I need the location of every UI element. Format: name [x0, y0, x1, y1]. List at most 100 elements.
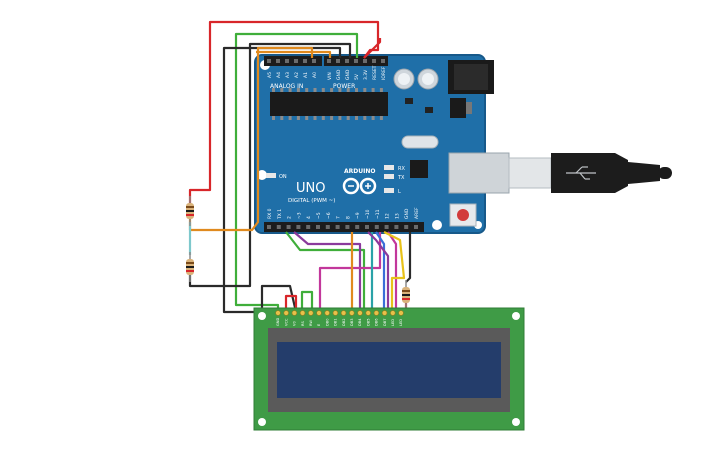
wire-green-d2[interactable]	[285, 231, 366, 312]
analog-pin[interactable]	[294, 59, 298, 63]
wire-blue-d12[interactable]	[375, 231, 386, 312]
wires	[188, 20, 412, 314]
lcd-pin[interactable]	[299, 310, 306, 316]
lcd-pin[interactable]	[291, 310, 298, 316]
lcd-pin[interactable]	[381, 310, 388, 316]
wire-green-rs[interactable]	[300, 290, 314, 312]
chip-leg	[346, 116, 350, 120]
wire-red-vcc[interactable]	[284, 294, 298, 312]
power-pin-label: GND	[345, 69, 351, 80]
digital-pin[interactable]	[316, 225, 320, 229]
power-pin[interactable]	[336, 59, 340, 63]
digital-pin[interactable]	[384, 225, 389, 229]
digital-pin[interactable]	[267, 225, 271, 229]
lcd-pin[interactable]	[373, 310, 380, 316]
chip-leg	[346, 88, 350, 92]
power-pin-label: RESET	[372, 65, 378, 80]
lcd-pin[interactable]	[332, 310, 339, 316]
power-pin[interactable]	[327, 59, 331, 63]
digital-pin[interactable]	[286, 225, 291, 229]
digital-pin[interactable]	[394, 225, 399, 229]
wire-black-gnd-2[interactable]	[222, 46, 342, 314]
wire-green[interactable]	[234, 32, 359, 312]
digital-pin[interactable]	[296, 225, 301, 229]
lcd-pin[interactable]	[349, 310, 355, 316]
l-label: L	[398, 189, 401, 195]
lcd-pin[interactable]	[398, 310, 404, 316]
lcd-pin-label: DB2	[342, 318, 346, 326]
power-pin[interactable]	[345, 59, 349, 63]
lcd-pin[interactable]	[365, 310, 371, 316]
usb-interface-chip	[410, 160, 428, 178]
analog-pin[interactable]	[267, 59, 271, 63]
power-pin[interactable]	[372, 59, 376, 63]
digital-pin-label: 4	[306, 216, 312, 219]
lcd-pin[interactable]	[340, 310, 347, 316]
digital-pin-label: ~10	[365, 209, 371, 219]
digital-pin[interactable]	[374, 225, 379, 229]
digital-pin[interactable]	[306, 225, 311, 229]
wire-purple-d3[interactable]	[293, 231, 362, 312]
usb-symbol	[566, 166, 596, 180]
wire-magenta-d4[interactable]	[318, 232, 382, 312]
analog-pin[interactable]	[285, 59, 289, 63]
power-pin[interactable]	[354, 59, 358, 63]
wire-purple-d10[interactable]	[367, 231, 390, 312]
lcd-pin[interactable]	[357, 310, 363, 316]
lcd-pin[interactable]	[316, 310, 322, 316]
arduino-infinity-logo	[342, 177, 377, 195]
lcd-pin[interactable]	[275, 310, 281, 316]
chip-leg	[272, 116, 275, 120]
wire-red-5v-branch[interactable]	[363, 38, 382, 59]
lcd-pin[interactable]	[308, 310, 314, 316]
l-led	[384, 188, 394, 193]
board-model: UNO	[296, 181, 325, 196]
lcd-pin[interactable]	[283, 310, 289, 316]
digital-pin[interactable]	[325, 225, 330, 229]
chip-leg	[321, 88, 325, 92]
mounting-hole	[258, 312, 266, 320]
power-pin-label: IOREF	[381, 66, 387, 80]
chip-leg	[379, 116, 383, 120]
wire-orange-link[interactable]	[256, 50, 332, 58]
resistor-3[interactable]	[402, 280, 410, 310]
analog-pin-label: A2	[294, 72, 300, 78]
power-pin[interactable]	[381, 59, 385, 63]
wire-black-gnd[interactable]	[188, 42, 352, 288]
chip-leg	[272, 88, 275, 92]
capacitor-top	[398, 73, 410, 85]
analog-pin[interactable]	[303, 59, 307, 63]
usb-cable[interactable]	[448, 152, 672, 194]
chip-leg	[371, 116, 375, 120]
lcd-pin-label: DB7	[383, 318, 387, 326]
digital-pin[interactable]	[335, 225, 340, 229]
chip-leg	[280, 88, 284, 92]
analog-pin[interactable]	[276, 59, 280, 63]
digital-pin[interactable]	[355, 225, 360, 229]
digital-pin[interactable]	[345, 225, 350, 229]
lcd-pin[interactable]	[390, 310, 396, 316]
digital-pin[interactable]	[414, 225, 418, 229]
tx-label: TX	[397, 175, 405, 181]
wire-black-led[interactable]	[405, 232, 412, 283]
chip-leg	[330, 88, 334, 92]
capacitor-top	[422, 73, 434, 85]
wire-yellow-gnd[interactable]	[383, 231, 406, 312]
lcd-pin[interactable]	[324, 310, 330, 316]
resistor-1[interactable]	[186, 196, 194, 226]
digital-pin[interactable]	[404, 225, 409, 229]
analog-pin[interactable]	[312, 59, 316, 63]
power-pin[interactable]	[363, 59, 367, 63]
digital-pin[interactable]	[276, 225, 281, 229]
analog-pin-label: A3	[285, 72, 291, 78]
reset-button[interactable]	[457, 209, 469, 221]
power-pin-label: VIN	[327, 72, 333, 80]
digital-pin[interactable]	[365, 225, 369, 229]
resistor-2[interactable]	[186, 252, 194, 282]
